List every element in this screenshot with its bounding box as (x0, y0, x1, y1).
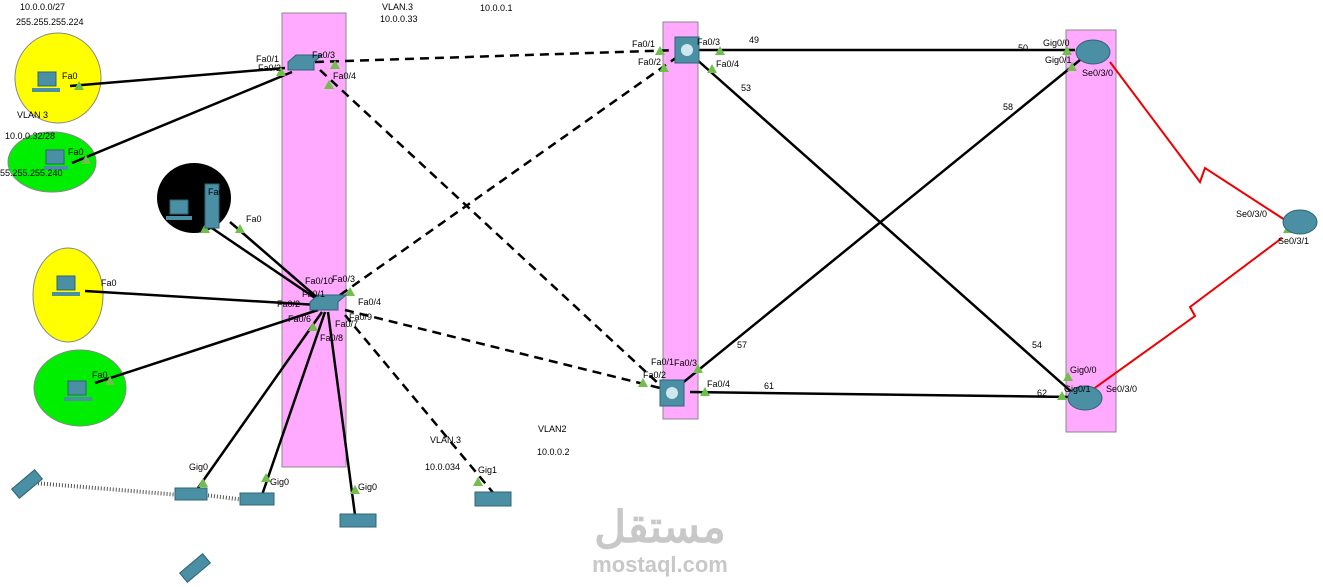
link-label: 58 (1003, 102, 1013, 112)
ip-label: 10.0.0.2 (537, 447, 570, 457)
link-label: 57 (737, 340, 747, 350)
port-label: Se0/3/0 (1236, 209, 1267, 219)
port-label: Se0/3/0 (1106, 384, 1137, 394)
note-labels: 10.0.0.0/27 255.255.255.224 VLAN 3 10.0.… (0, 2, 570, 472)
link-label: 53 (741, 83, 751, 93)
port-label: Fa0/1 (651, 357, 674, 367)
wireless-link (34, 481, 181, 497)
vlan-label: VLAN2 (538, 424, 567, 434)
router-1[interactable] (1075, 39, 1111, 65)
link-label: 54 (1032, 340, 1042, 350)
port-label: Gig0/0 (1070, 365, 1097, 375)
switch-access-1[interactable] (287, 54, 324, 71)
port-label: Gig0/0 (1043, 38, 1070, 48)
port-label: Fa0/8 (320, 333, 343, 343)
pc-1[interactable] (32, 71, 60, 92)
ip-label: 10.0.0.1 (480, 3, 513, 13)
port-label: Gig0 (358, 482, 377, 492)
pc-4[interactable] (64, 380, 92, 401)
pc-server-zone[interactable] (166, 199, 192, 220)
access-point-1[interactable] (174, 487, 208, 501)
port-label: Fa0 (62, 71, 78, 81)
server-zone-black (157, 163, 231, 233)
watermark-latin: mostaql.com (592, 552, 728, 577)
link-label: 50 (1018, 43, 1028, 53)
port-label: Fa0/3 (332, 274, 355, 284)
wireless-controller[interactable] (474, 491, 512, 507)
access-point-3[interactable] (339, 513, 377, 528)
port-label: Gig0 (189, 462, 208, 472)
links (34, 48, 1286, 516)
mask-label: 255.255.255.240 (0, 168, 63, 178)
port-label: Fa0/1 (256, 54, 279, 64)
tablet-2[interactable] (178, 553, 212, 583)
link-label: 61 (764, 381, 774, 391)
link-labels: 49 50 53 58 57 54 61 62 (737, 35, 1047, 398)
port-label: Fa0 (208, 187, 224, 197)
access-point-2[interactable] (239, 492, 275, 506)
port-label: Fa0/4 (707, 379, 730, 389)
ip-label: 10.0.0.33 (380, 14, 418, 24)
port-label: Fa0/4 (358, 297, 381, 307)
port-label: Gig0/1 (1064, 384, 1091, 394)
port-labels: Fa0 Fa0 Fa0 Fa0 Fa0 Fa0 Fa0/1 Fa0/2 Fa0/… (62, 37, 1309, 492)
port-label: Gig0/1 (1045, 55, 1072, 65)
router-2[interactable] (1067, 385, 1103, 411)
wireless-link (204, 493, 246, 502)
tablet-1[interactable] (10, 469, 44, 499)
link-label: 49 (749, 35, 759, 45)
port-label: Fa0/10 (305, 276, 333, 286)
port-label: Fa0/7 (335, 319, 358, 329)
switch-access-2[interactable] (309, 294, 348, 311)
area-distribution (662, 21, 699, 420)
port-label: Fa0/1 (302, 289, 325, 299)
vlan-label: VLAN.3 (430, 435, 461, 445)
mask-label: 255.255.255.224 (16, 17, 84, 27)
pc-2[interactable] (44, 149, 68, 170)
port-label: Fa0/3 (312, 50, 335, 60)
subnet-label: 10.0.0.32/28 (5, 131, 55, 141)
port-label: Fa0/2 (258, 63, 281, 73)
area-core (1065, 29, 1117, 433)
link-label: 62 (1037, 388, 1047, 398)
port-label: Gig0 (270, 477, 289, 487)
port-label: Gig1 (478, 465, 497, 475)
multilayer-switch-2[interactable] (659, 379, 685, 407)
port-label: Se0/3/0 (1082, 68, 1113, 78)
port-label: Fa0/6 (288, 314, 311, 324)
port-label: Fa0/4 (716, 59, 739, 69)
port-label: Fa0 (246, 214, 262, 224)
port-label: Fa0/1 (632, 39, 655, 49)
multilayer-switch-1[interactable] (674, 36, 700, 64)
pc-3[interactable] (52, 275, 80, 296)
vlan-label: VLAN.3 (382, 2, 413, 12)
vlan-zone-yellow-1 (14, 32, 102, 124)
watermark-arabic: مستقل (594, 503, 726, 552)
ip-label: 10.0.034 (425, 462, 460, 472)
vlan-label: VLAN 3 (17, 110, 48, 120)
area-access (281, 12, 347, 468)
subnet-label: 10.0.0.0/27 (20, 2, 65, 12)
port-label: Fa0 (68, 147, 84, 157)
port-label: Fa0/3 (674, 358, 697, 368)
port-label: Se0/3/1 (1278, 236, 1309, 246)
port-label: Fa0 (101, 278, 117, 288)
port-label: Fa0/2 (643, 370, 666, 380)
server[interactable] (204, 183, 220, 229)
port-label: Fa0/3 (697, 37, 720, 47)
port-label: Fa0/2 (638, 57, 661, 67)
port-label: Fa0 (92, 370, 108, 380)
router-3[interactable] (1282, 209, 1318, 235)
port-label: Fa0/9 (349, 312, 372, 322)
watermark-logo: مستقل mostaql.com (592, 503, 728, 577)
port-label: Fa0/4 (333, 71, 356, 81)
port-label: Fa0/2 (277, 299, 300, 309)
